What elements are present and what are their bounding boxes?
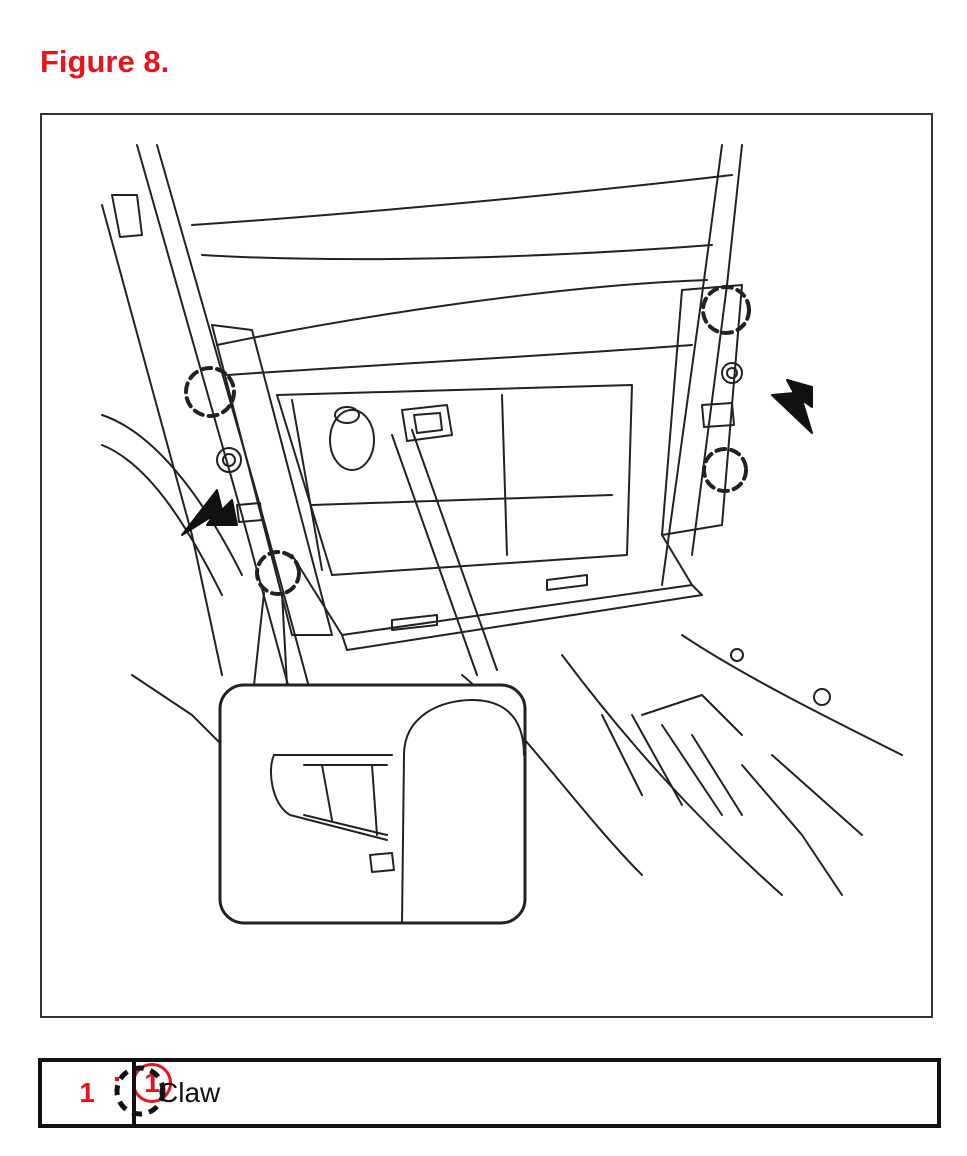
illustration-frame: : 1 xyxy=(40,113,933,1117)
table-row: 1 Claw xyxy=(38,1058,941,1128)
console-removal-illustration xyxy=(101,144,903,925)
parts-table: 1 Claw xyxy=(38,1058,941,1128)
part-name-cell: Claw xyxy=(132,1058,941,1128)
part-number-cell: 1 xyxy=(38,1058,136,1128)
figure-title: Figure 8. xyxy=(40,44,170,79)
